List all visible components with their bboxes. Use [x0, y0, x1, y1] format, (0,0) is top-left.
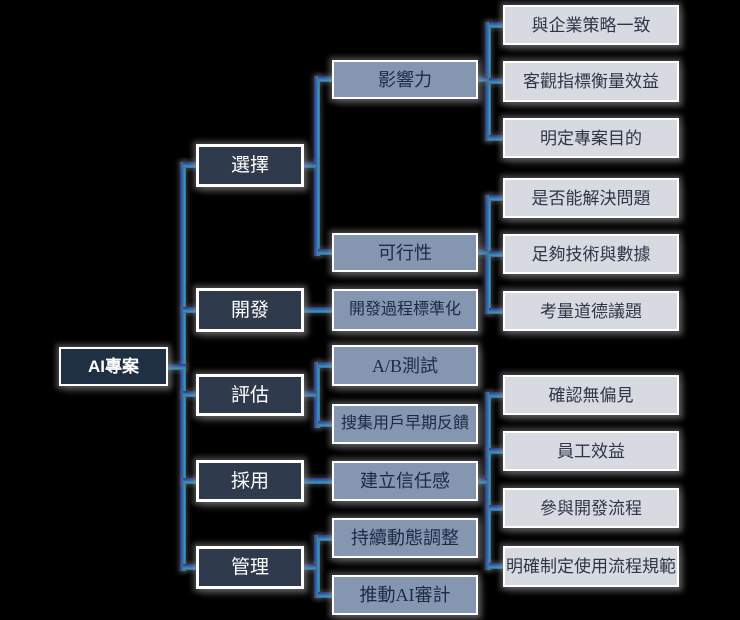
connector-to-techdata — [489, 251, 505, 257]
node-participate-dev-process: 參與開發流程 — [503, 488, 679, 528]
connector-to-impact — [318, 76, 334, 82]
connector-adoption-out — [302, 478, 334, 484]
node-clear-usage-guidelines: 明確制定使用流程規範 — [503, 546, 679, 587]
node-stage-selection: 選擇 — [196, 144, 304, 187]
node-stage-management: 管理 — [196, 546, 304, 589]
connector-evaluation-out — [302, 391, 316, 397]
connector-to-nobias — [489, 392, 505, 398]
node-ethical-considerations: 考量道德議題 — [503, 291, 679, 331]
node-continuous-adjustment: 持續動態調整 — [332, 518, 478, 558]
connector-impact-spine — [485, 22, 491, 141]
connector-stub-selection — [183, 162, 198, 168]
connector-to-strategy — [489, 22, 505, 28]
connector-trust-out — [476, 478, 487, 484]
node-align-corporate-strategy: 與企業策略一致 — [503, 5, 679, 45]
connector-to-audit — [318, 592, 334, 598]
node-impact: 影響力 — [332, 60, 478, 99]
connector-trust-spine — [485, 392, 491, 570]
node-stage-adoption: 採用 — [196, 460, 304, 502]
connector-selection-out — [302, 162, 316, 168]
node-early-user-feedback: 搜集用戶早期反饋 — [332, 404, 478, 444]
connector-to-participate — [489, 505, 505, 511]
node-ab-testing: A/B測試 — [332, 345, 478, 386]
connector-management-out — [302, 564, 316, 570]
connector-impact-out — [476, 76, 487, 82]
node-stage-development: 開發 — [196, 288, 304, 332]
connector-to-benefit — [489, 448, 505, 454]
node-build-trust: 建立信任感 — [332, 461, 478, 501]
connector-to-ethics — [489, 308, 505, 314]
connector-stub-management — [183, 564, 198, 570]
connector-to-feedback — [318, 421, 334, 427]
node-process-standardization: 開發過程標準化 — [332, 289, 478, 331]
node-ai-audit: 推動AI審計 — [332, 575, 478, 615]
connector-to-metrics — [489, 78, 505, 84]
connector-to-adjustment — [318, 535, 334, 541]
connector-stub-evaluation — [183, 391, 198, 397]
connector-feasibility-spine — [485, 195, 491, 314]
connector-development-out — [302, 307, 334, 313]
connector-to-ab-testing — [318, 362, 334, 368]
connector-selection-spine — [314, 76, 320, 256]
connector-stub-adoption — [183, 478, 198, 484]
node-objective-metrics: 客觀指標衡量效益 — [503, 61, 679, 102]
connector-to-feasibility — [318, 249, 334, 255]
connector-to-guidelines — [489, 563, 505, 569]
connector-to-solves — [489, 195, 505, 201]
connector-root-stub — [166, 364, 186, 370]
node-sufficient-tech-data: 足夠技術與數據 — [503, 234, 679, 274]
connector-to-purpose — [489, 135, 505, 141]
connector-feasibility-out — [476, 249, 487, 255]
node-confirm-no-bias: 確認無偏見 — [503, 375, 679, 415]
node-define-project-purpose: 明定專案目的 — [503, 118, 679, 158]
connector-evaluation-spine — [314, 362, 320, 428]
node-feasibility: 可行性 — [332, 233, 478, 272]
connector-management-spine — [314, 535, 320, 598]
node-employee-benefit: 員工效益 — [503, 431, 679, 471]
node-stage-evaluation: 評估 — [196, 374, 304, 416]
connector-stub-development — [183, 307, 198, 313]
node-solves-problem: 是否能解決問題 — [503, 178, 679, 218]
node-ai-project: AI專案 — [59, 347, 168, 386]
